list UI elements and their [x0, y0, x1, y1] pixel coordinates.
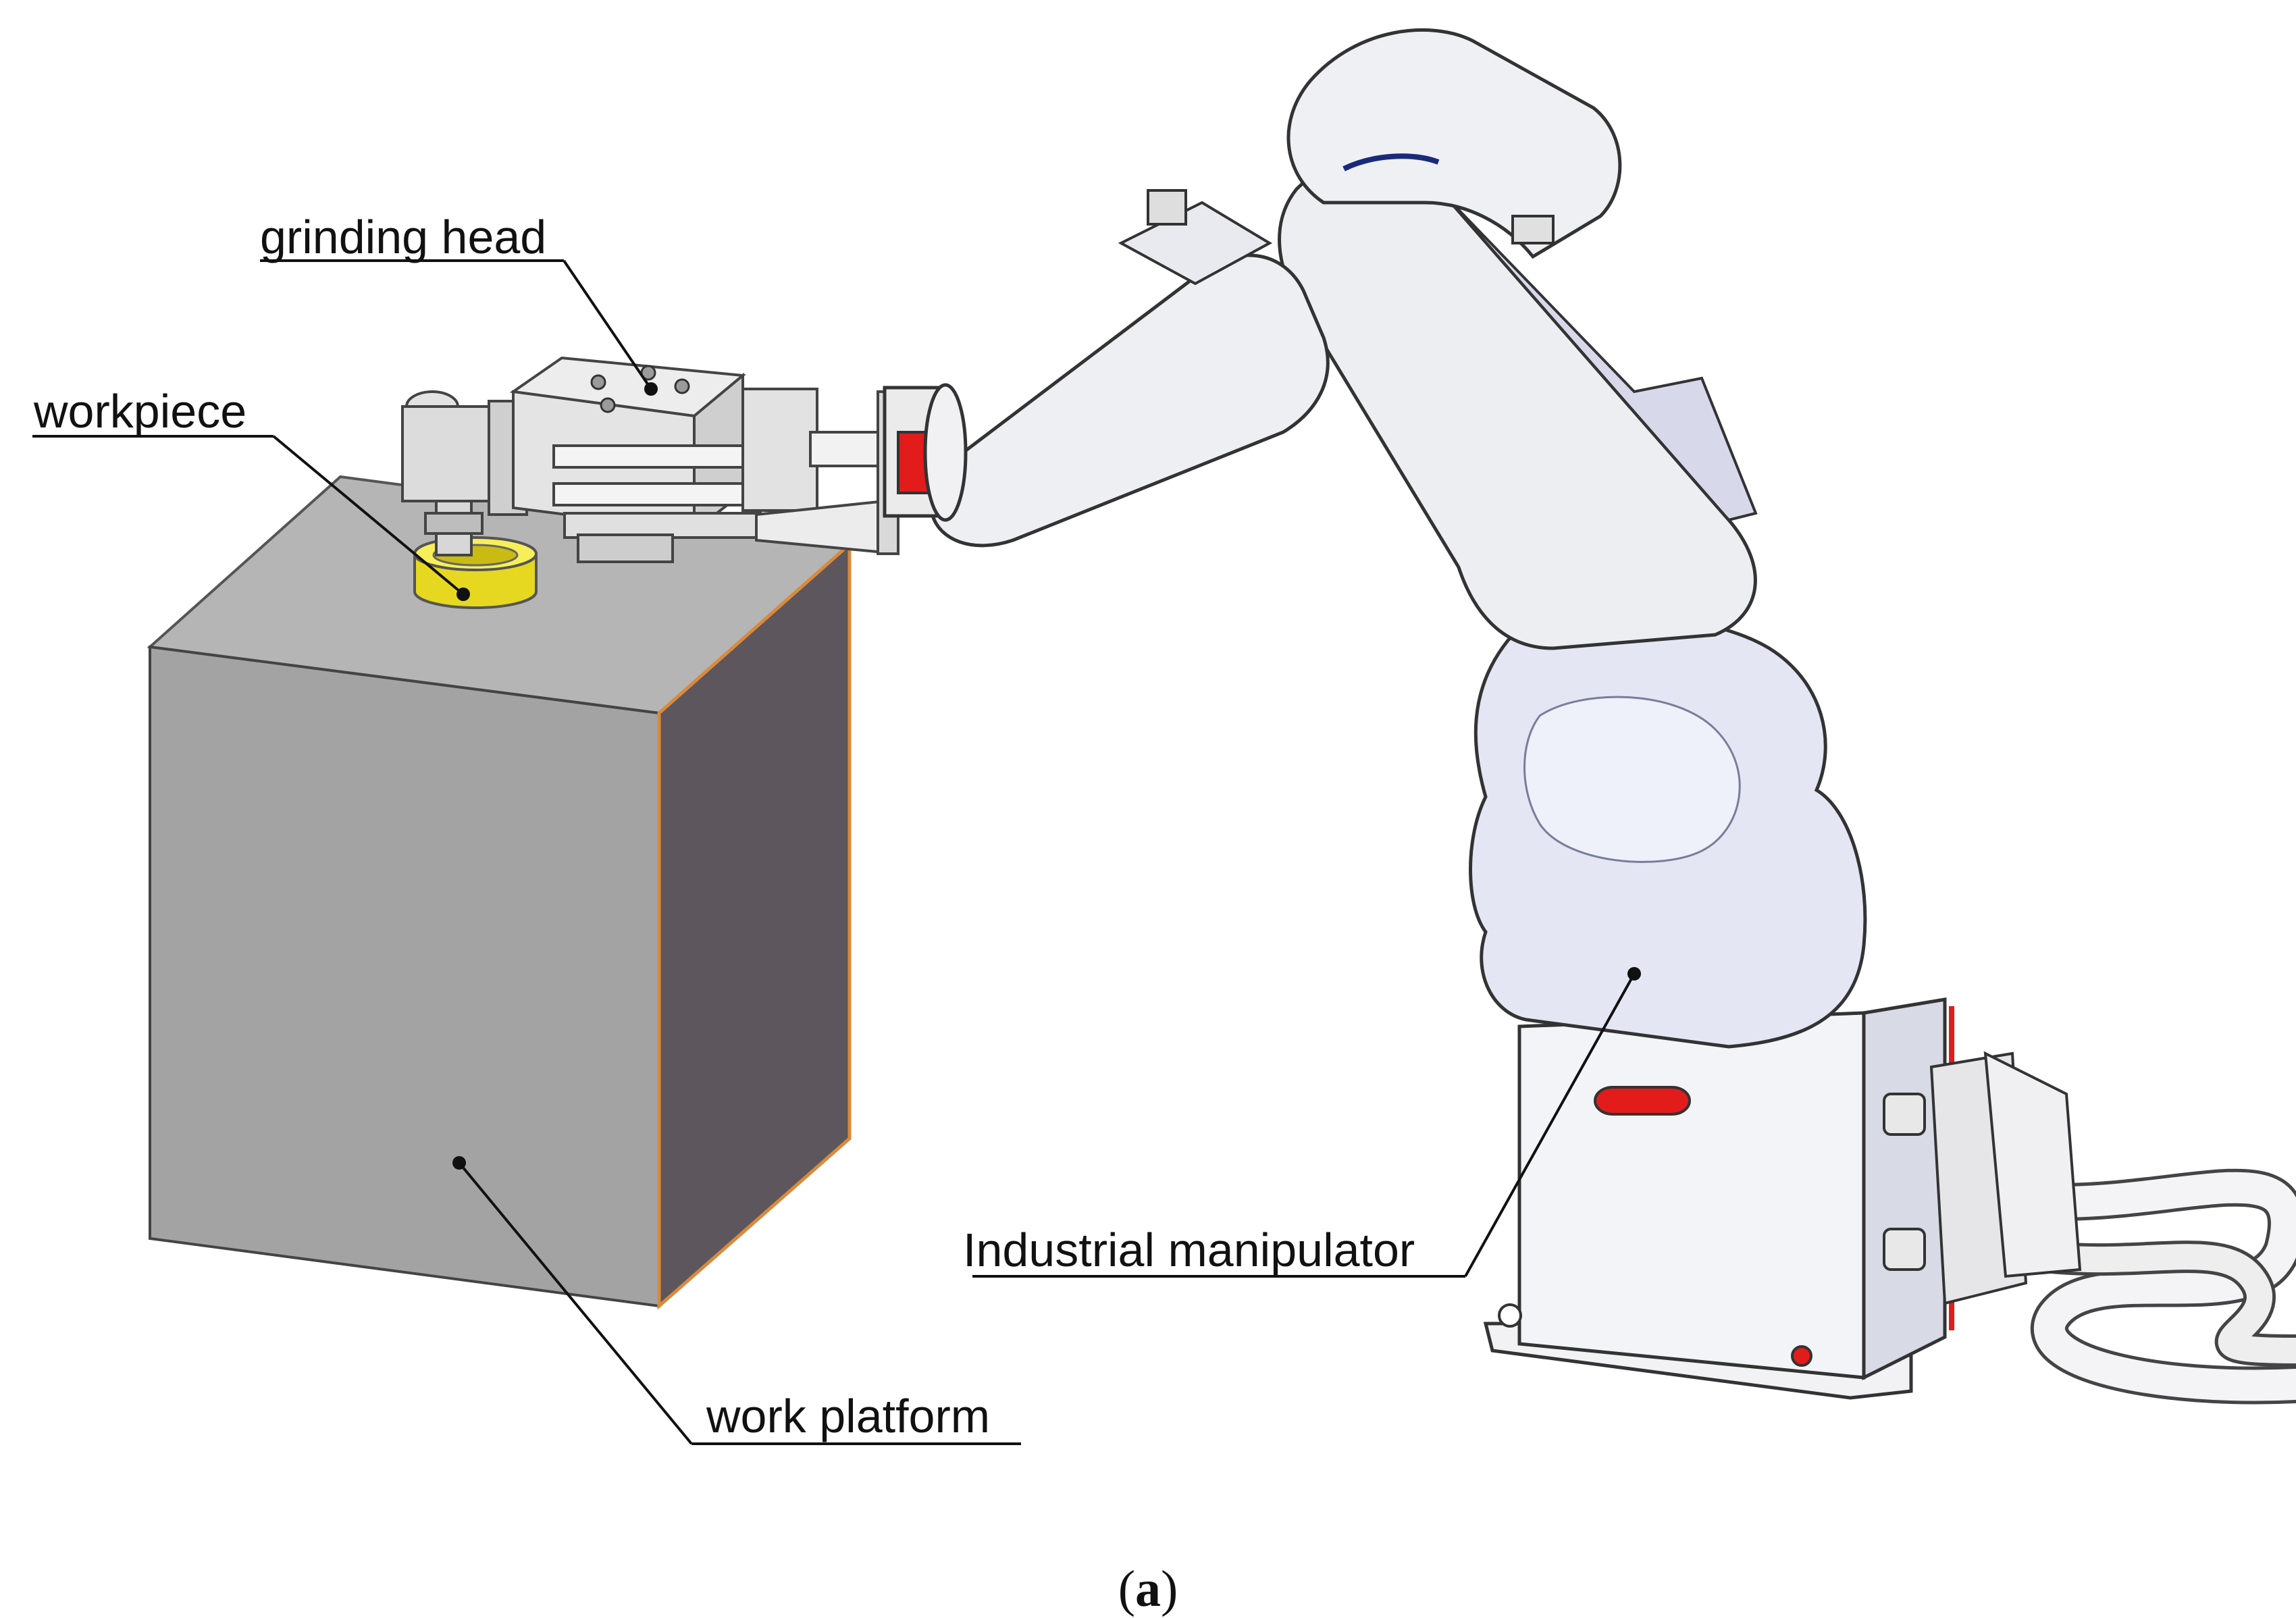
robot-base-connector	[1883, 1051, 2082, 1305]
work-platform-front-face	[149, 645, 660, 1308]
grinding-head-leader	[563, 259, 652, 390]
subfigure-caption: (a)	[0, 1563, 2296, 1615]
industrial-manipulator-label: Industrial manipulator	[963, 1224, 1415, 1276]
workpiece-label: workpiece	[34, 385, 247, 438]
work-platform-side-face	[657, 540, 852, 1310]
industrial-manipulator-leader	[1464, 973, 1636, 1277]
work-platform-label: work platform	[706, 1390, 991, 1442]
grinding-head-linear-rail	[552, 444, 758, 469]
robot-forearm	[930, 253, 1330, 548]
work-platform-leader	[458, 1162, 693, 1445]
caption-open-paren: (	[1118, 1561, 1135, 1617]
robot-base-body	[1517, 1011, 1866, 1380]
robot-cables	[2023, 1168, 2296, 1405]
workpiece-leader	[272, 435, 465, 596]
leader-lines	[32, 259, 1636, 1445]
grinding-head	[401, 356, 899, 563]
robot-wrist-flange	[883, 383, 968, 522]
caption-close-paren: )	[1161, 1561, 1178, 1617]
caption-letter: a	[1135, 1561, 1161, 1617]
robot-elbow-housing	[1286, 28, 1622, 259]
grinding-head-label: grinding head	[260, 211, 547, 263]
robot-base-red-badge	[1594, 1086, 1691, 1116]
workpiece	[413, 536, 538, 609]
industrial-manipulator	[883, 28, 2296, 1405]
